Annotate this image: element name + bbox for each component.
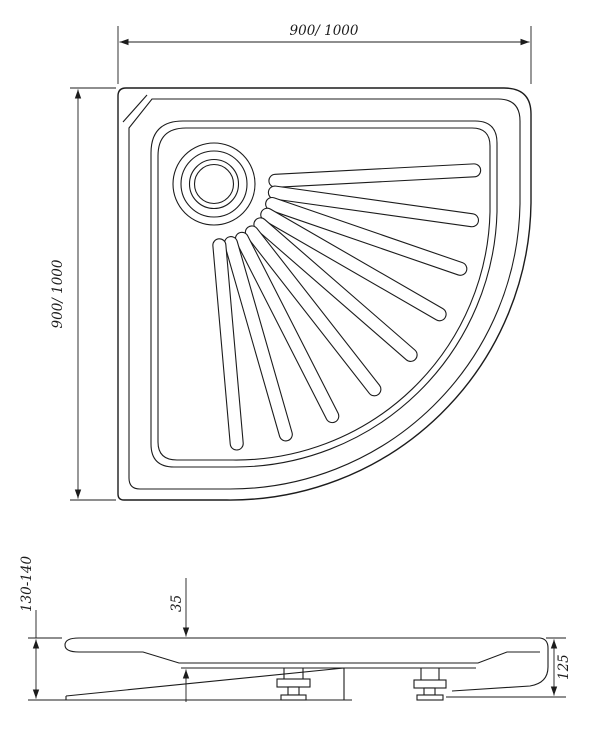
section-top-surface <box>79 637 549 692</box>
section-view: 130-140 35 125 <box>19 555 572 702</box>
section-underside <box>79 651 540 664</box>
top-width-dimension: 900/ 1000 <box>117 23 532 84</box>
drain <box>172 142 256 226</box>
height-dimension-label: 900/ 1000 <box>50 259 66 328</box>
section-foot-right <box>413 668 447 701</box>
rib <box>260 207 447 322</box>
foot-base <box>416 694 444 701</box>
inner-depth-label: 35 <box>169 595 185 612</box>
section-height-dimension: 130-140 <box>19 555 62 701</box>
rib <box>212 238 244 451</box>
rib <box>223 236 293 442</box>
top-left-chamfer-line <box>122 94 148 123</box>
tray-outer-outline <box>117 87 532 501</box>
rib <box>267 185 480 228</box>
tray-basin-edge-outer <box>150 120 498 468</box>
overall-height-label: 130-140 <box>19 555 35 612</box>
drain-ring <box>193 163 235 205</box>
drain-ring <box>188 158 240 210</box>
rib <box>234 231 340 424</box>
rib <box>265 196 468 276</box>
foot-nut <box>413 679 447 689</box>
section-left-bullnose <box>64 637 80 653</box>
drain-ring <box>180 150 248 218</box>
rib <box>244 225 382 397</box>
section-depth-dimension: 35 <box>169 578 190 702</box>
drain-ring <box>172 142 256 226</box>
section-foot-left <box>276 668 311 701</box>
tray-rim-contour <box>128 98 521 490</box>
rib <box>268 163 482 188</box>
section-skirt <box>65 667 345 700</box>
top-view: 900/ 1000 900/ 1000 <box>50 23 532 501</box>
right-height-label: 125 <box>556 654 572 680</box>
tray-basin-edge-inner <box>157 127 491 461</box>
width-dimension-label: 900/ 1000 <box>290 23 359 39</box>
foot-base <box>280 694 307 701</box>
foot-thread <box>423 687 436 696</box>
foot-thread <box>287 686 300 696</box>
foot-nut <box>276 678 311 688</box>
top-height-dimension: 900/ 1000 <box>50 87 116 501</box>
rib <box>253 217 418 362</box>
section-base-dimension: 125 <box>446 637 572 698</box>
anti-slip-ribs <box>212 163 482 451</box>
